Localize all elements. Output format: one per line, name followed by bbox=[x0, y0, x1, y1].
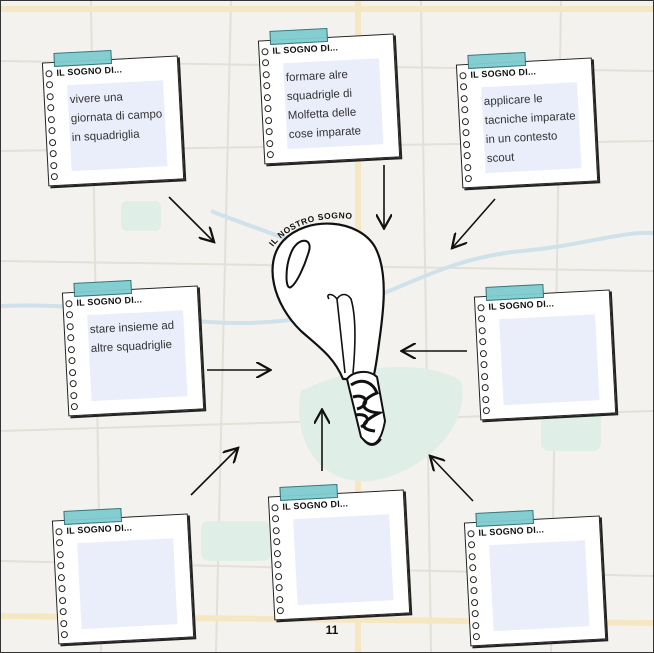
arrow-icon bbox=[431, 457, 474, 502]
page-number: 11 bbox=[325, 623, 339, 637]
arrows-group bbox=[168, 165, 496, 502]
arrow-icon bbox=[168, 196, 213, 241]
arrow-icon bbox=[190, 449, 237, 496]
arrow-icon bbox=[453, 198, 496, 247]
lightbulb-icon bbox=[271, 222, 387, 446]
